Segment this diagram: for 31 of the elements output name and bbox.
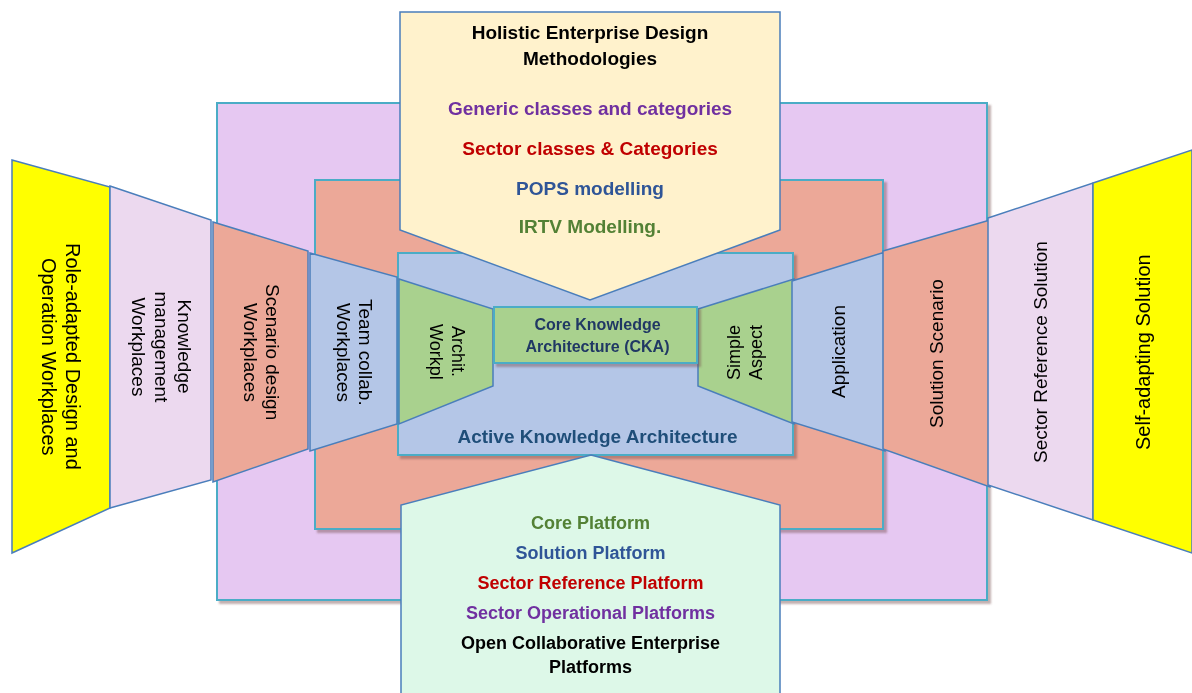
method-label: POPS modelling [515, 177, 665, 201]
layer-label: Simple Aspect [724, 323, 767, 382]
method-label: IRTV Modelling. [517, 215, 663, 239]
trapezoid-panel [399, 279, 493, 424]
platform-label: Open Collaborative Enterprise Platforms [459, 632, 722, 680]
layer-label: Application [827, 304, 850, 400]
method-label: Generic classes and categories [446, 97, 734, 121]
layer-label: Sector Reference Solution [1029, 239, 1052, 465]
trapezoid-panel [12, 160, 110, 553]
architecture-label: Core Knowledge Architecture (CKA) [524, 315, 671, 357]
trapezoid-panel [213, 222, 308, 482]
layer-label: Archit. Workpl [425, 322, 468, 382]
layer-label: Scenario design Workplaces [238, 282, 284, 423]
trapezoid-panel [110, 186, 211, 508]
layer-label: Team collab. Workplaces [331, 297, 377, 408]
pentagon-callout [400, 12, 780, 300]
layer-label: Role-adapted Design and Operation Workplaces [37, 242, 85, 472]
trapezoid-panel [698, 279, 794, 424]
layer-label: Solution Scenario [925, 278, 948, 430]
method-label: Sector classes & Categories [461, 137, 719, 161]
layer-label: Knowledge management Workplaces [127, 290, 195, 405]
layer-label: Self-adapting Solution [1130, 252, 1155, 452]
trapezoid-panel [1093, 150, 1192, 553]
method-label: Holistic Enterprise Design Methodologies [470, 21, 710, 71]
platform-label: Solution Platform [514, 542, 667, 565]
trapezoid-panel [792, 252, 885, 451]
core-panel [493, 306, 698, 364]
platform-label: Sector Reference Platform [476, 572, 705, 595]
platform-label: Sector Operational Platforms [464, 602, 717, 625]
platform-label: Core Platform [530, 512, 651, 535]
architecture-label: Active Knowledge Architecture [456, 425, 739, 449]
